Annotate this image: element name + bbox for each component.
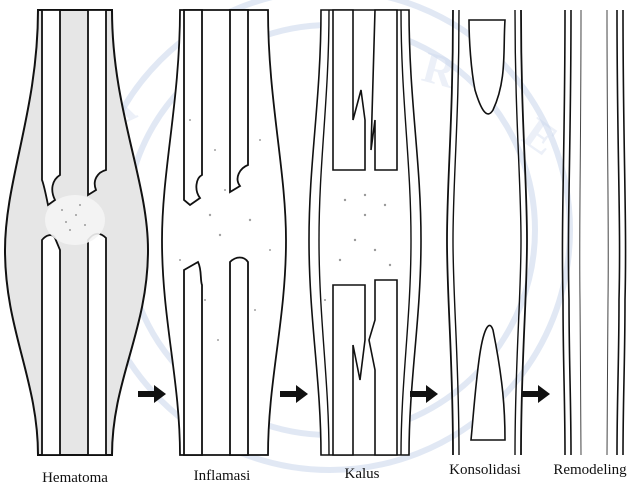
arrow-right-icon: [410, 384, 438, 404]
hematoma-stage-illustration: [0, 0, 150, 460]
kalus-stage-illustration: [305, 0, 425, 460]
stage-label-kalus: Kalus: [322, 466, 402, 492]
inflamasi-swelling: [162, 10, 286, 455]
stage-label-hematoma: Hematoma: [20, 470, 130, 496]
stage-label-remodeling: Remodeling: [540, 462, 640, 488]
arrow-right-icon: [138, 384, 166, 404]
stage-label-inflamasi: Inflamasi: [172, 468, 272, 494]
remodeling-stage-illustration: [555, 0, 635, 460]
arrow-right-icon: [280, 384, 308, 404]
inflamasi-stage-illustration: [160, 0, 290, 460]
kalus-outer-callus: [309, 10, 421, 455]
arrow-right-icon: [522, 384, 550, 404]
stage-label-konsolidasi: Konsolidasi: [435, 462, 535, 488]
konsolidasi-upper-cavity: [469, 20, 505, 114]
konsolidasi-lower-cavity: [471, 325, 505, 440]
